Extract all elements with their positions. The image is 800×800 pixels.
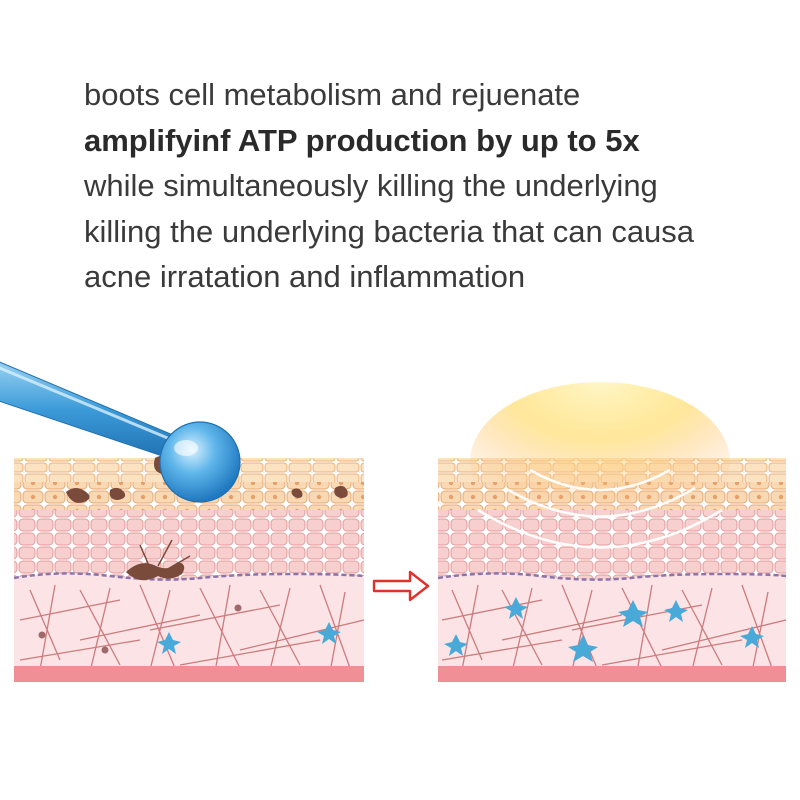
description-line-4: killing the underlying bacteria that can… [84, 213, 695, 249]
description-line-2: amplifyinf ATP production by up to 5x [84, 122, 640, 158]
transition-arrow-icon [372, 570, 430, 602]
description-line-1: boots cell metabolism and rejuenate [84, 77, 581, 112]
glow-icon [470, 382, 730, 549]
serum-droplet-icon [159, 421, 241, 503]
description-line-3: while simultaneously killing the underly… [84, 168, 658, 203]
skin-illustration [0, 361, 787, 682]
skin-before-panel [13, 455, 365, 682]
description-text: boots cell metabolism and rejuenate ampl… [84, 72, 784, 300]
description-line-5: acne irratation and inflammation [84, 259, 526, 294]
pipette-icon [0, 361, 186, 463]
skin-after-panel [437, 382, 787, 682]
